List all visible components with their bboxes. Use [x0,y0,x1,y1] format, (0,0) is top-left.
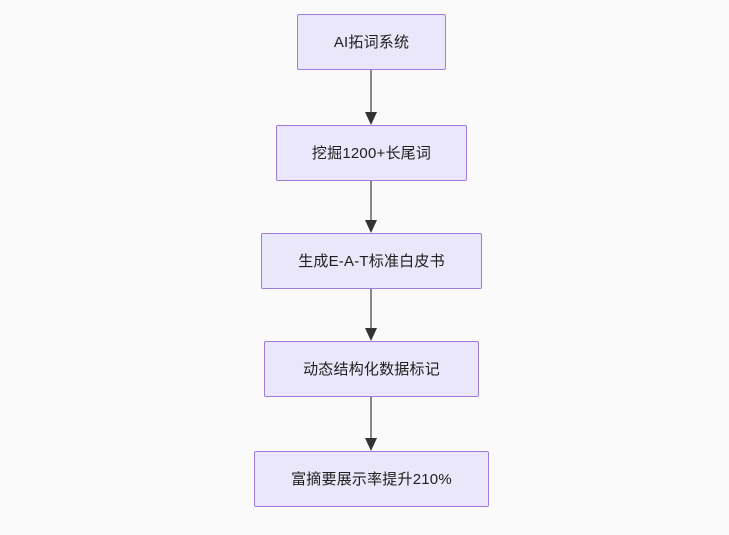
flow-edge-2-to-3 [361,181,381,233]
flow-node-label: 富摘要展示率提升210% [291,470,452,488]
flow-edge-1-to-2 [361,70,381,125]
flow-node-ai-keyword-system[interactable]: AI拓词系统 [297,14,446,70]
flow-edge-4-to-5 [361,397,381,451]
flow-node-mine-longtail-keywords[interactable]: 挖掘1200+长尾词 [276,125,467,181]
flow-node-label: 生成E-A-T标准白皮书 [298,252,445,270]
flow-node-label: 挖掘1200+长尾词 [311,144,432,162]
flow-node-label: 动态结构化数据标记 [303,360,440,378]
flow-node-dynamic-structured-data-markup[interactable]: 动态结构化数据标记 [264,341,479,397]
flow-node-label: AI拓词系统 [333,33,410,51]
flow-edge-3-to-4 [361,289,381,341]
flow-node-rich-snippet-impression-uplift[interactable]: 富摘要展示率提升210% [254,451,489,507]
flow-node-generate-eat-whitepaper[interactable]: 生成E-A-T标准白皮书 [261,233,482,289]
